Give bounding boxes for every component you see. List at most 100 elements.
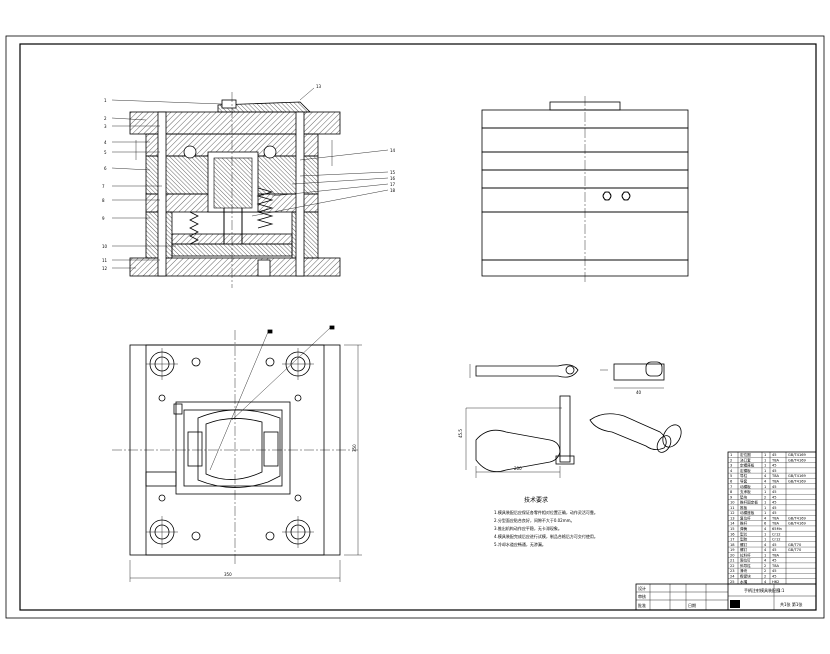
date-label: 日期 (688, 602, 696, 608)
bom-cell: 20 (730, 553, 735, 557)
part-detail-view (465, 361, 682, 478)
bom-cell: 水嘴 (740, 579, 748, 584)
bom-cell: 螺钉 (740, 542, 748, 547)
svg-text:10: 10 (102, 244, 108, 249)
svg-text:6: 6 (104, 166, 107, 171)
bom-cell: 型芯 (740, 531, 748, 536)
bom-cell: 12 (730, 511, 735, 515)
bom-cell: 定模板 (740, 468, 751, 473)
svg-text:13: 13 (316, 84, 322, 89)
bom-cell: 15 (730, 527, 735, 531)
bom-cell: 复位杆 (740, 515, 751, 520)
note-line: 3.推出机构动作应平稳，无卡滞现象。 (494, 525, 562, 531)
bom-cell: 22 (730, 564, 735, 568)
bom-cell: GB/T4169 (788, 458, 807, 462)
svg-text:16: 16 (390, 176, 396, 181)
bom-cell: 10 (730, 501, 735, 505)
bom-cell: T8A (771, 474, 779, 478)
bom-cell: 16 (730, 532, 735, 536)
bom-cell: Cr12 (772, 532, 781, 536)
bom-cell: 8 (730, 490, 733, 494)
plan-width-dim: 350 (224, 572, 232, 577)
bom-cell: 1 (764, 501, 766, 505)
svg-text:5: 5 (104, 150, 107, 155)
bom-cell: 4 (764, 548, 767, 552)
bom-cell: 动模座板 (740, 510, 755, 515)
note-line: 5.冷却水道应畅通，无渗漏。 (494, 541, 546, 547)
bom-cell: 1 (764, 464, 766, 468)
bom-cell: GB/T4169 (788, 453, 807, 457)
svg-text:12: 12 (102, 266, 108, 271)
mold-side-view (481, 96, 689, 284)
plan-height-dim: 350 (352, 444, 357, 452)
svg-text:1: 1 (104, 98, 107, 103)
bom-cell: 推板 (740, 505, 748, 510)
outer-border (5, 35, 825, 619)
bom-cell: 拉料杆 (740, 552, 751, 557)
bom-cell: 3 (730, 464, 732, 468)
bom-cell: 45 (772, 464, 777, 468)
bom-cell: 1 (764, 553, 766, 557)
bom-cell: 1 (764, 538, 766, 542)
bom-cell: 推杆固定板 (740, 500, 758, 505)
bom-cell: 限位钉 (740, 558, 751, 563)
svg-text:8: 8 (102, 198, 105, 203)
bom-cell: 弹簧 (740, 526, 748, 531)
bom-cell: 浇口套 (740, 457, 751, 462)
svg-text:14: 14 (390, 148, 396, 153)
svg-text:7: 7 (102, 184, 105, 189)
bom-cell: 1 (764, 485, 766, 489)
approver-label: 批准 (638, 602, 646, 608)
svg-text:11: 11 (102, 258, 108, 263)
bom-cell: 推杆 (740, 521, 748, 526)
bom-cell: 45 (772, 469, 777, 473)
part-height-dim: 45.5 (458, 429, 463, 438)
bom-cell: 垫块 (740, 494, 748, 499)
bom-cell: 23 (730, 569, 735, 573)
designer-label: 设计 (638, 585, 646, 591)
bom-cell: 型腔 (740, 537, 748, 542)
bom-cell: 1 (764, 532, 766, 536)
bom-cell: 5 (730, 474, 732, 478)
bom-cell: 2 (764, 564, 766, 568)
bom-cell: 4 (764, 474, 767, 478)
bom-cell: GB/T4169 (788, 474, 807, 478)
drawing-name: 手柄注射模具装配图 (744, 587, 780, 593)
bom-cell: 定位圈 (740, 452, 751, 457)
bom-cell: 2 (764, 495, 766, 499)
bom-cell: 动模板 (740, 484, 751, 489)
bom-cell: 螺钉 (740, 547, 748, 552)
bom-cell: 4 (764, 543, 767, 547)
svg-text:15: 15 (390, 170, 396, 175)
title-block (635, 583, 817, 611)
drawing-sheet-count: 共1张 第1张 (780, 601, 802, 607)
bom-cell: 6 (730, 479, 733, 483)
bom-cell: 2 (730, 458, 732, 462)
bom-cell: 45 (772, 485, 777, 489)
bom-cell: 楔紧块 (740, 574, 751, 579)
bom-cell: 9 (730, 495, 733, 499)
bom-cell: 1 (764, 453, 766, 457)
notes-title: 技术要求 (524, 496, 548, 504)
bom-cell: 2 (764, 575, 766, 579)
bom-cell: 45 (772, 511, 777, 515)
bom-cell: 4 (764, 580, 767, 584)
bom-cell: 45 (772, 506, 777, 510)
bom-cell: 25 (730, 580, 735, 584)
svg-text:9: 9 (102, 216, 105, 221)
bom-cell: 45 (772, 453, 777, 457)
bom-cell: 1 (764, 490, 766, 494)
bom-cell: 45 (772, 495, 777, 499)
bom-cell: GB/T70 (788, 543, 802, 547)
svg-text:3: 3 (104, 124, 107, 129)
bom-cell: T8A (771, 564, 779, 568)
bom-cell: 45 (772, 490, 777, 494)
bom-cell: 1 (764, 469, 766, 473)
bom-cell: 导柱 (740, 473, 748, 478)
bom-cell: 1 (730, 453, 732, 457)
checker-label: 审核 (638, 593, 646, 599)
bom-cell: 导套 (740, 478, 748, 483)
bom-cell: 11 (730, 506, 735, 510)
bom-cell: 13 (730, 516, 735, 520)
